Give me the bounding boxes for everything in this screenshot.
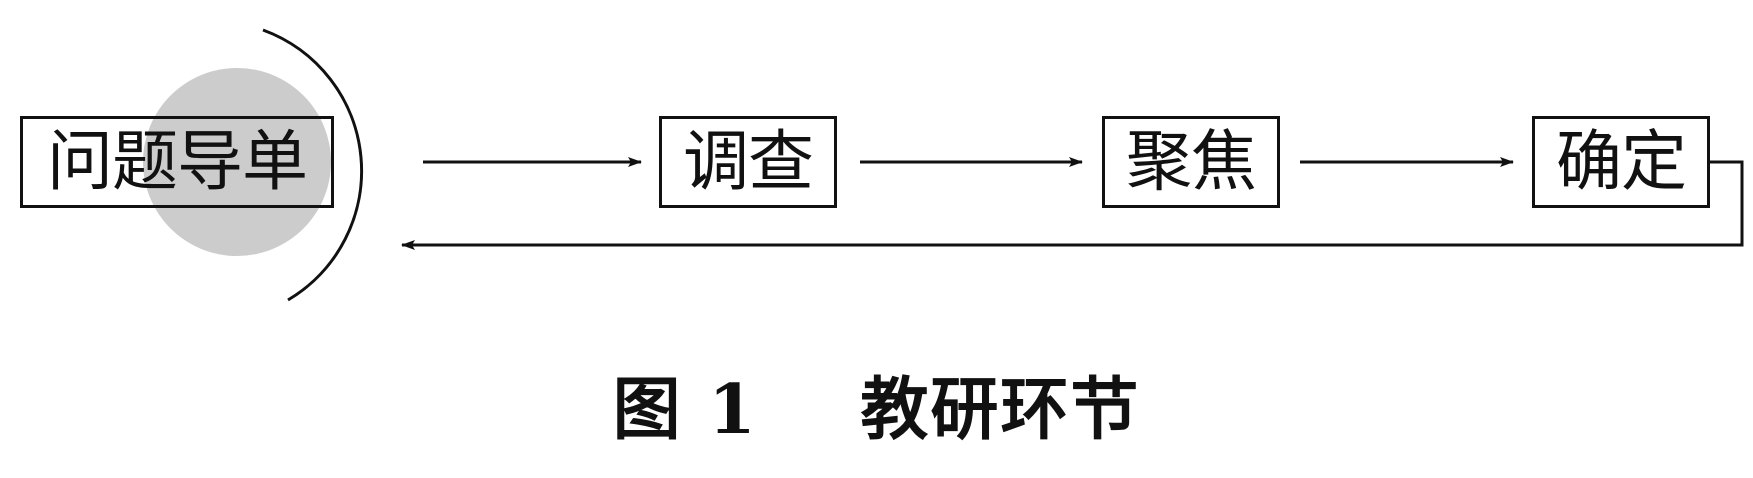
node-confirm-label: 确定 bbox=[1556, 123, 1687, 200]
node-focus-label: 聚焦 bbox=[1126, 123, 1257, 200]
node-survey-label: 调查 bbox=[683, 123, 814, 200]
node-confirm: 确定 bbox=[1532, 116, 1710, 208]
node-question-guide-label: 问题导单 bbox=[47, 123, 308, 200]
node-question-guide: 问题导单 bbox=[20, 116, 334, 208]
node-focus: 聚焦 bbox=[1102, 116, 1280, 208]
figure-label: 图 1 bbox=[612, 370, 758, 450]
figure-title: 教研环节 bbox=[860, 370, 1141, 450]
figure-caption: 图 1 教研环节 bbox=[0, 376, 1753, 444]
start-highlight-circle bbox=[143, 68, 331, 256]
node-survey: 调查 bbox=[659, 116, 837, 208]
edge-confirm-to-start bbox=[401, 160, 1744, 250]
caption-gap bbox=[758, 370, 861, 450]
start-arc bbox=[262, 28, 364, 302]
